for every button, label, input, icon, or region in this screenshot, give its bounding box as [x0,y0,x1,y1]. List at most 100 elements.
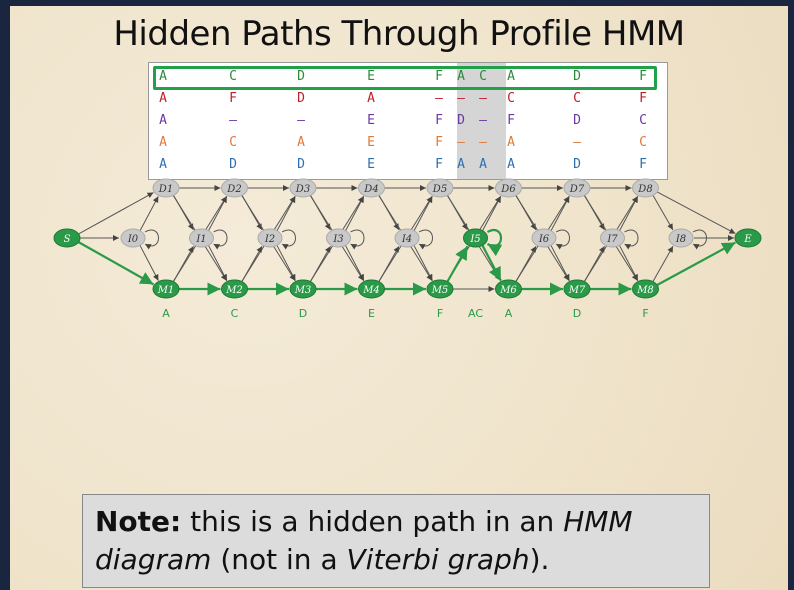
alignment-cell: C [507,91,515,106]
deletion-state-label: D3 [295,184,310,195]
transition-arrow [139,245,159,281]
alignment-cell: A [507,157,515,172]
deletion-state-label: D8 [637,184,652,195]
deletion-state [563,178,591,198]
start-state-label: S [64,234,71,245]
slide-title: Hidden Paths Through Profile HMM [113,14,685,54]
alignment-cell: C [229,135,237,150]
emitted-symbol: E [368,307,375,320]
highlighted-row-frame [153,66,657,90]
transition-arrow [276,245,296,281]
emitted-symbol: F [642,307,648,320]
transition-arrow [276,196,296,231]
transition-arrow [172,245,194,282]
alignment-cell: D [297,91,305,106]
alignment-cell: F [639,69,647,84]
emitted-symbol: AC [468,307,483,320]
match-state [358,279,385,299]
self-loop-arrow [555,229,570,250]
self-loop-arrow [692,229,707,250]
self-loop-arrow [213,229,228,250]
alignment-cell: – [479,135,487,150]
alignment-cell: – [297,113,305,128]
alignment-cell: E [367,113,375,128]
alignment-cell: D [573,69,581,84]
transition-arrow [583,245,605,282]
insertion-state [326,228,351,248]
path-transition-arrow [481,245,502,282]
transition-arrow [345,245,365,281]
emitted-symbol: A [505,307,513,320]
start-state [53,228,81,248]
transition-arrow [413,196,433,231]
insertion-state-label: I5 [469,234,480,245]
emitted-symbol: D [573,307,581,320]
alignment-cell: A [159,69,167,84]
alignment-cell: A [507,135,515,150]
alignment-cell: F [639,157,647,172]
deletion-state [632,178,659,198]
transition-arrow [78,192,154,235]
alignment-cell: C [479,69,487,84]
deletion-state-label: D2 [226,184,241,195]
alignment-cell: A [159,113,167,128]
self-loop-arrow [281,229,296,250]
match-state-label: M7 [568,285,586,296]
note-label: Note: [95,505,182,538]
note-term-hmm-diagram: HMM diagram [95,505,633,576]
insertion-state-label: I2 [264,234,275,245]
alignment-cell: – [229,113,237,128]
alignment-cell: A [457,157,465,172]
insertion-state [120,228,146,248]
match-state [289,279,317,299]
alignment-cell: D [457,113,465,128]
insertion-state-label: I3 [332,234,343,245]
transition-arrow [241,245,263,282]
transition-arrow [482,196,502,231]
deletion-state-label: D7 [569,184,585,195]
inserted-columns-shade [457,63,506,179]
insertion-state [531,228,557,248]
insertion-state-label: I6 [538,234,550,245]
alignment-cell: – [479,113,487,128]
alignment-cell: A [367,91,375,106]
path-transition-arrow [446,245,469,283]
insertion-state-label: I8 [675,234,686,245]
deletion-state-label: D1 [158,184,173,195]
transition-arrow [378,245,400,282]
insertion-state-label: I1 [195,234,206,245]
match-state-label: M8 [636,285,654,296]
insertion-state [257,228,283,248]
self-loop-arrow [418,229,433,250]
insertion-state-label: I4 [401,234,412,245]
transition-arrow [139,196,159,231]
alignment-cell: F [435,113,443,128]
transition-arrow [656,191,736,235]
alignment-cell: D [573,157,581,172]
match-state-label: M6 [499,285,517,296]
alignment-cell: – [435,91,443,106]
transition-arrow [550,245,570,281]
match-state-label: M3 [294,285,312,296]
match-state-label: M2 [225,285,243,296]
alignment-cell: D [297,157,305,172]
emitted-symbol: A [162,307,170,320]
match-state [426,279,454,299]
alignment-cell: A [159,157,167,172]
alignment-cell: C [229,69,237,84]
transition-arrow [208,245,228,281]
transition-arrow [550,196,570,231]
path-transition-arrow [78,241,155,286]
note-box: Note: this is a hidden path in an HMM di… [82,494,710,588]
transition-arrow [413,245,433,281]
deletion-state [426,178,454,198]
end-state-label: E [743,234,752,245]
insertion-state [668,228,694,248]
match-state [632,279,659,299]
deletion-state-label: D6 [500,184,516,195]
note-text-1: this is a hidden path in an [181,505,564,538]
alignment-cell: – [573,135,581,150]
